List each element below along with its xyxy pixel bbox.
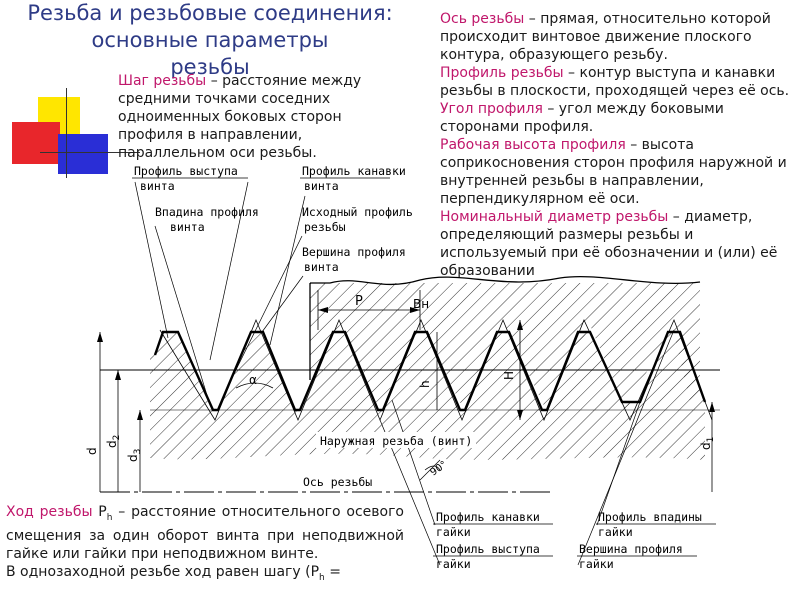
nut-outline xyxy=(309,275,701,380)
label-groove-profile-nut-1: Профиль канавки xyxy=(436,510,540,524)
label-crest-profile-nut-1: Профиль выступа xyxy=(436,542,540,556)
label-root-profile-screw-1: Впадина профиля xyxy=(155,205,259,219)
label-d1: d1 xyxy=(699,437,716,450)
definition-step-text: – расстояние между средними точками сосе… xyxy=(118,73,362,161)
label-H: H xyxy=(502,371,516,380)
definition-angle: Угол профиля – угол между боковыми сторо… xyxy=(440,100,800,136)
definition-angle-text: – угол между боковыми сторонами профиля. xyxy=(440,101,724,135)
label-root-profile-screw-2: винта xyxy=(170,220,205,234)
label-basic-profile-1: Исходный профиль xyxy=(302,205,413,219)
label-angle-90: 90° xyxy=(428,459,449,478)
label-external-thread: Наружная резьба (винт) xyxy=(320,434,472,448)
definition-axis: Ось резьбы – прямая, относительно которо… xyxy=(440,10,800,64)
title-line-2: основные параметры xyxy=(91,28,329,52)
label-h: h xyxy=(418,380,432,388)
label-d2: d2 xyxy=(105,435,122,448)
nut-body xyxy=(310,283,700,410)
definition-lead-para: Ход резьбы Ph – расстояние относительног… xyxy=(6,503,404,563)
definition-lead-note: В однозаходной резьбе ход равен шагу (Ph… xyxy=(6,563,341,583)
definitions-right: Ось резьбы – прямая, относительно которо… xyxy=(440,10,800,280)
term-lead: Ход резьбы xyxy=(6,504,93,520)
definition-lead: Ход резьбы Ph – расстояние относительног… xyxy=(6,503,404,587)
definition-lead-text: – расстояние относительного осевого смещ… xyxy=(6,504,404,562)
label-alpha: α xyxy=(249,373,257,387)
label-groove-profile-screw-2: винта xyxy=(304,179,339,193)
decor-vertical-line xyxy=(66,88,67,178)
label-basic-profile-2: резьбы xyxy=(304,220,346,234)
label-d3: d3 xyxy=(126,449,143,462)
term-axis: Ось резьбы xyxy=(440,11,525,27)
label-d: d xyxy=(85,447,99,455)
term-nominal: Номинальный диаметр резьбы xyxy=(440,209,669,225)
label-crest-top-nut-1: Вершина профиля xyxy=(579,542,683,556)
label-crest-profile-screw-2: винта xyxy=(140,179,175,193)
label-root-profile-nut-1: Профиль впадины xyxy=(598,510,702,524)
definition-work-height: Рабочая высота профиля – высота соприкос… xyxy=(440,136,800,208)
label-groove-profile-screw-1: Профиль канавки xyxy=(302,164,406,178)
label-crest-profile-nut-2: гайки xyxy=(436,557,471,571)
title-line-1: Резьба и резьбовые соединения: xyxy=(27,1,393,25)
lead-symbol: P xyxy=(92,504,107,520)
term-profile: Профиль резьбы xyxy=(440,65,564,81)
title-line-3: резьбы xyxy=(170,55,250,79)
decor-red-square xyxy=(12,122,60,164)
definition-nominal: Номинальный диаметр резьбы – диаметр, оп… xyxy=(440,208,800,280)
label-Bn: Вн xyxy=(413,297,429,311)
term-angle: Угол профиля xyxy=(440,101,543,117)
definition-profile: Профиль резьбы – контур выступа и канавк… xyxy=(440,64,800,100)
definition-axis-text: – прямая, относительно которой происходи… xyxy=(440,11,771,63)
definition-profile-text: – контур выступа и канавки резьбы в плос… xyxy=(440,65,790,99)
decor-horizontal-line xyxy=(40,152,140,153)
label-groove-profile-nut-2: гайки xyxy=(436,525,471,539)
label-crest-top-screw-1: Вершина профиля xyxy=(302,245,406,259)
label-thread-axis: Ось резьбы xyxy=(303,475,372,489)
term-work-height: Рабочая высота профиля xyxy=(440,137,626,153)
label-crest-top-screw-2: винта xyxy=(304,260,339,274)
label-root-profile-nut-2: гайки xyxy=(598,525,633,539)
definition-step: Шаг резьбы – расстояние между средними т… xyxy=(118,72,408,162)
label-crest-profile-screw-1: Профиль выступа xyxy=(134,164,238,178)
definition-nominal-text: – диаметр, определяющий размеры резьбы и… xyxy=(440,209,778,279)
page-title: Резьба и резьбовые соединения: основные … xyxy=(0,0,420,81)
label-crest-top-nut-2: гайки xyxy=(579,557,614,571)
label-P: P xyxy=(355,294,363,309)
lead-symbol-sub: h xyxy=(106,512,113,523)
definition-work-height-text: – высота соприкосновения сторон профиля … xyxy=(440,137,787,207)
term-step: Шаг резьбы xyxy=(118,73,207,89)
